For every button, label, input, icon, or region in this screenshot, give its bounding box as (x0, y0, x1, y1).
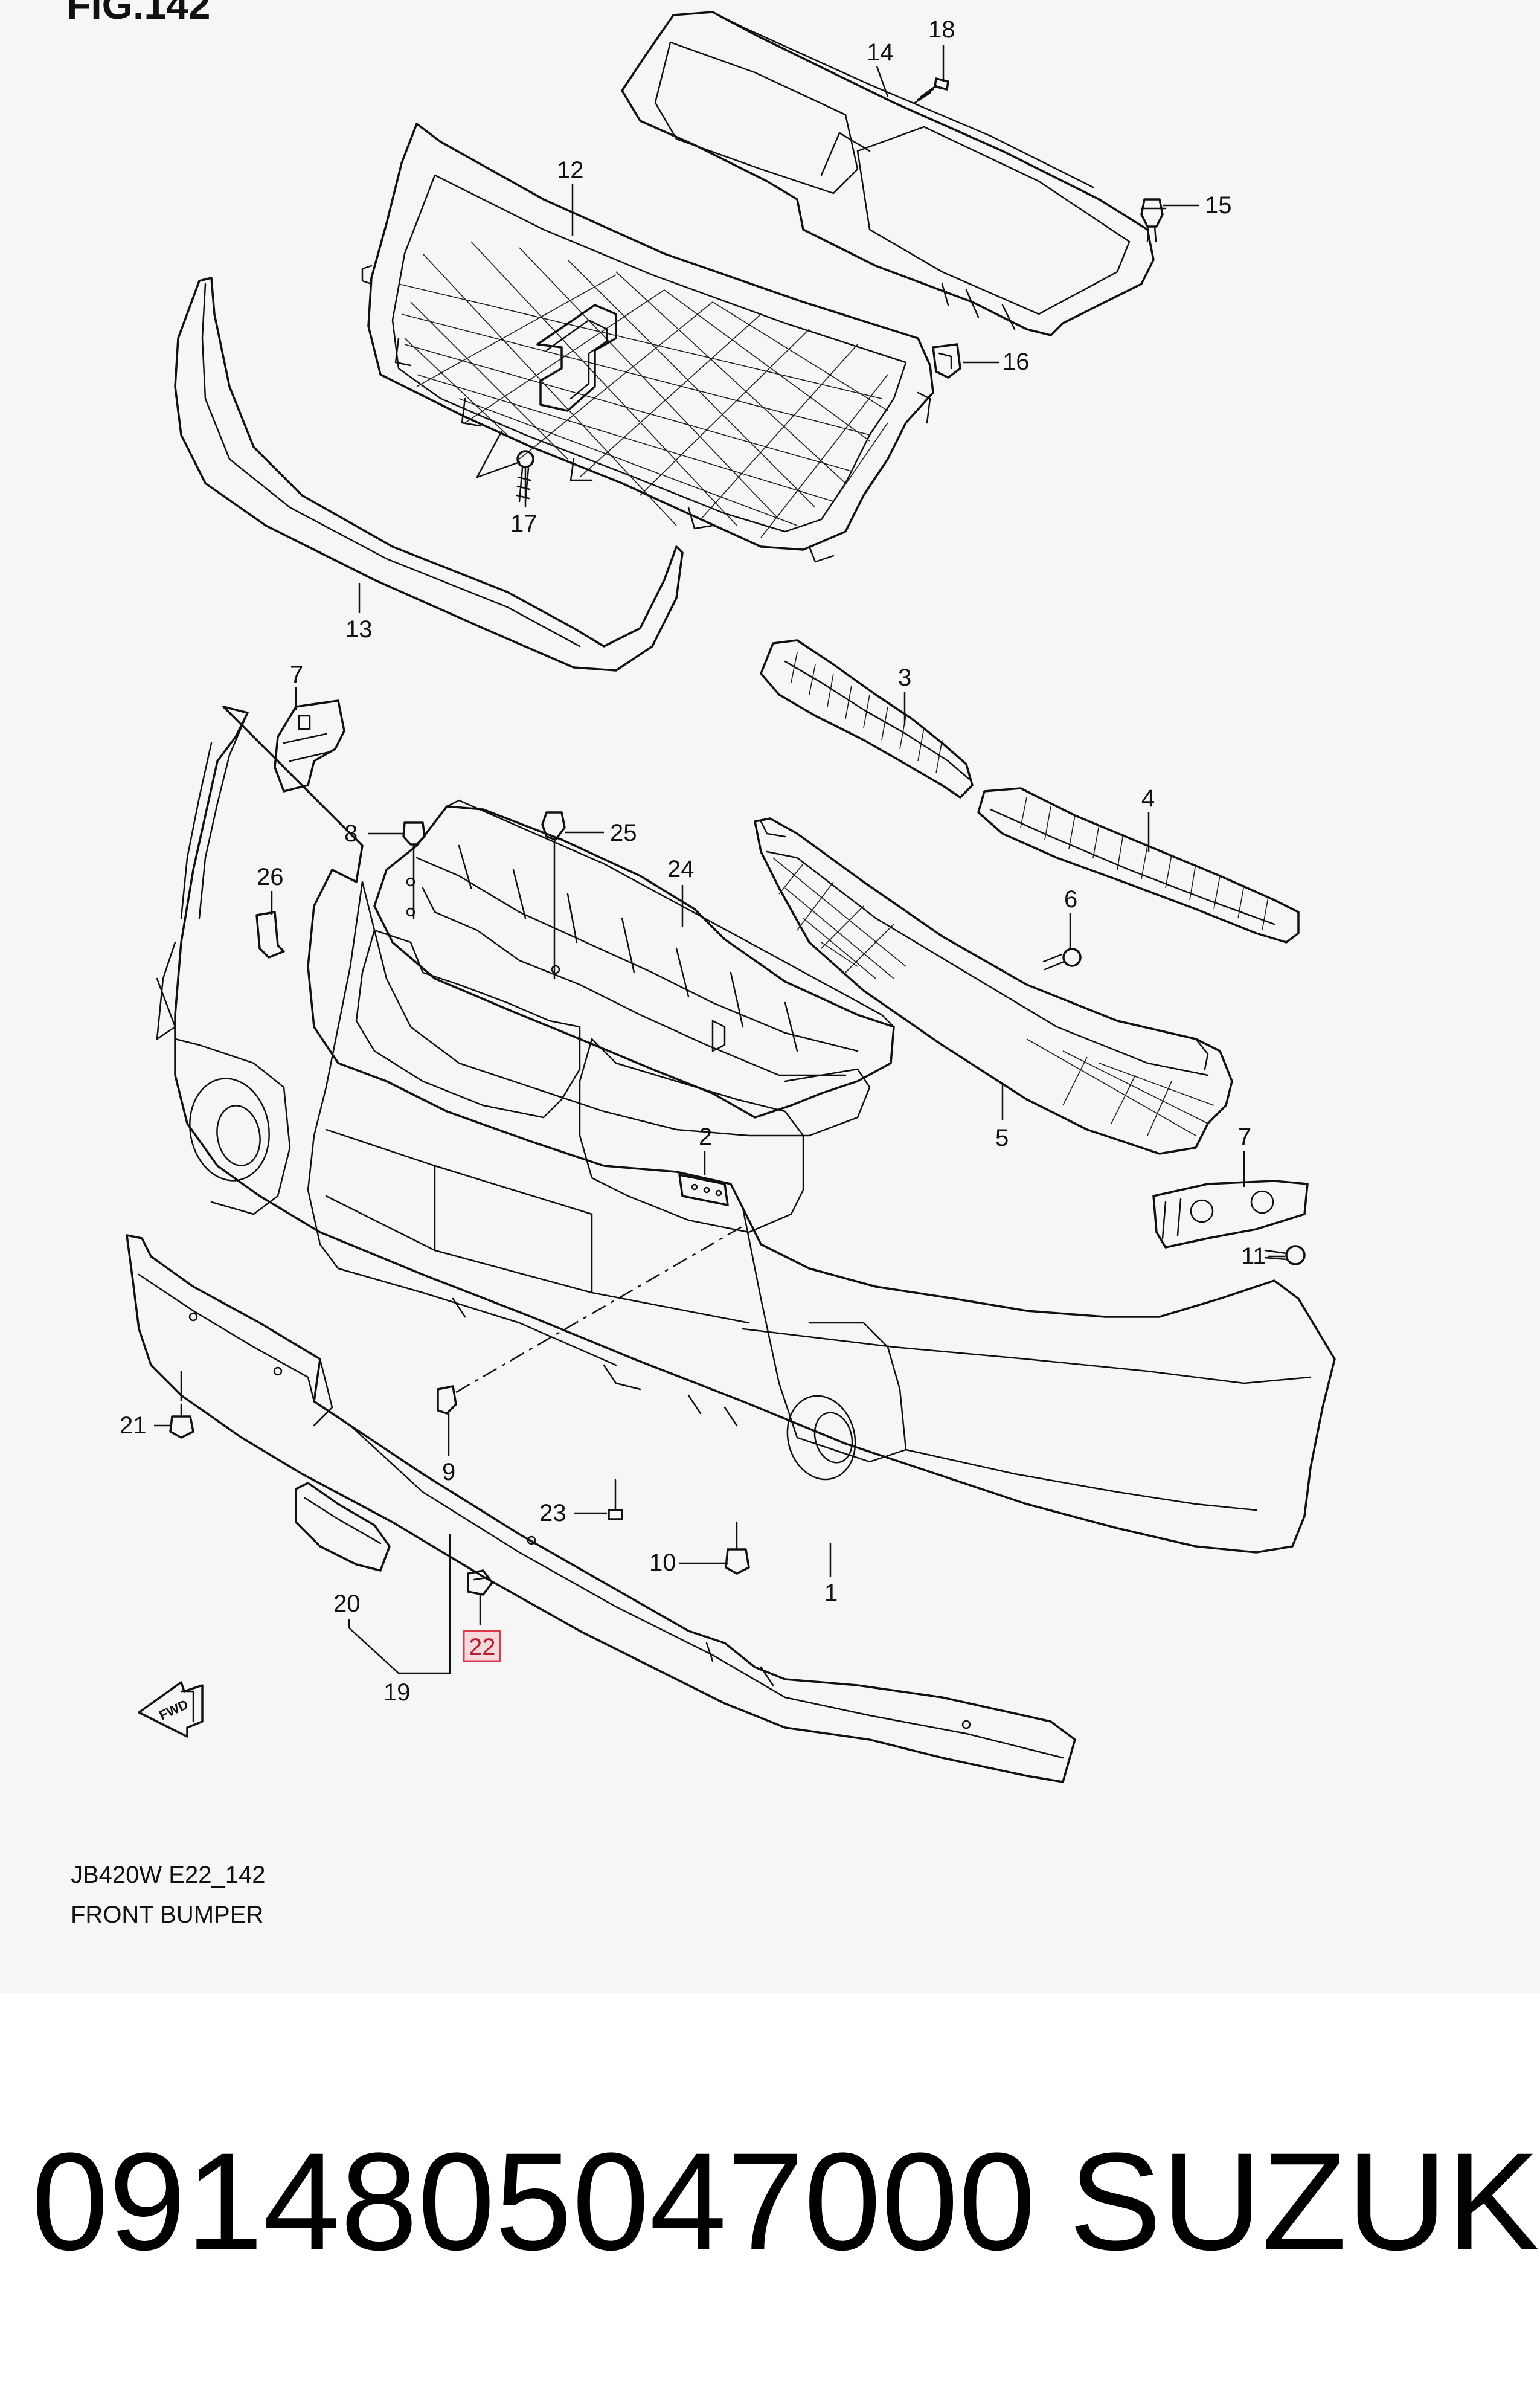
part-2-plate (678, 1174, 729, 1206)
figure-title: FRONT BUMPER (71, 1902, 264, 1928)
callout-5: 5 (995, 1125, 1009, 1151)
part-5-lower-grille (754, 817, 1233, 1155)
part-19-lower-spoiler (126, 1234, 1076, 1783)
callout-labels: 18 14 15 16 12 17 13 7 3 4 6 5 7 11 8 25… (120, 16, 1266, 1706)
part-7-bracket-left (274, 699, 345, 793)
callout-20: 20 (333, 1590, 361, 1617)
callout-26: 26 (257, 864, 284, 890)
callout-12: 12 (557, 157, 584, 184)
part-18-screw (914, 77, 949, 104)
callout-1: 1 (824, 1580, 838, 1606)
callout-11: 11 (1241, 1243, 1266, 1270)
callout-6: 6 (1064, 886, 1077, 913)
figure-code: JB420W E22_142 (71, 1862, 266, 1888)
callout-7-left: 7 (290, 661, 303, 688)
part-12-grille (361, 123, 934, 563)
callout-10: 10 (649, 1549, 676, 1576)
part-16-clip (932, 343, 961, 379)
figure-header: FIG.142 (66, 0, 211, 27)
callout-2: 2 (699, 1124, 712, 1150)
part-11-screw (1264, 1245, 1306, 1265)
callout-22: 22 (469, 1634, 496, 1661)
fwd-arrow-icon: FWD (138, 1681, 204, 1738)
part-1-bumper-cover (156, 706, 1336, 1554)
part-6-screw (1042, 948, 1082, 971)
callout-25: 25 (610, 820, 637, 846)
part-25-clip (541, 811, 566, 980)
callout-17: 17 (510, 510, 537, 537)
fwd-label: FWD (157, 1697, 191, 1723)
part-20-cover (295, 1482, 391, 1572)
part-10-bolt (725, 1521, 750, 1575)
callout-15: 15 (1205, 192, 1232, 219)
part-15-clip (1140, 198, 1167, 243)
part-17-screw (476, 431, 534, 503)
callout-21: 21 (120, 1412, 147, 1439)
callout-22-highlight-box (463, 1630, 501, 1662)
part-7-bracket-right (1152, 1180, 1309, 1249)
callout-18: 18 (928, 16, 955, 43)
callout-19: 19 (383, 1679, 411, 1706)
part-23-screw (608, 1479, 623, 1520)
part-24-absorber (373, 799, 895, 1119)
part-number: 0914805047000 (31, 2124, 1036, 2279)
leader-lines (154, 45, 1285, 1674)
callout-9: 9 (442, 1459, 455, 1485)
part-8-clip (402, 821, 426, 919)
part-22-clip (467, 1569, 493, 1596)
brand-name: SUZUKI (1069, 2124, 1540, 2279)
callout-16: 16 (1003, 349, 1030, 375)
part-13-garnish (174, 277, 684, 672)
callout-13: 13 (345, 616, 373, 643)
part-26-bracket (255, 911, 285, 959)
callout-24: 24 (667, 856, 695, 883)
exploded-view: FWD 18 14 15 16 12 17 13 7 3 4 6 5 7 11 … (120, 11, 1336, 1783)
part-14-upper-support (621, 11, 1155, 336)
part-9-bolt (437, 1225, 743, 1415)
callout-8: 8 (344, 820, 358, 847)
callout-23: 23 (539, 1500, 566, 1526)
parts-diagram: FIG.142 (66, 0, 1336, 1928)
callout-7-right: 7 (1238, 1124, 1251, 1150)
callout-14: 14 (867, 39, 894, 66)
part-3-reinforcement (760, 639, 974, 799)
part-4-reinforcement (977, 787, 1300, 944)
callout-3: 3 (898, 664, 911, 691)
footer (0, 1993, 1540, 2392)
part-21-clip (169, 1403, 194, 1439)
callout-4: 4 (1141, 785, 1155, 812)
